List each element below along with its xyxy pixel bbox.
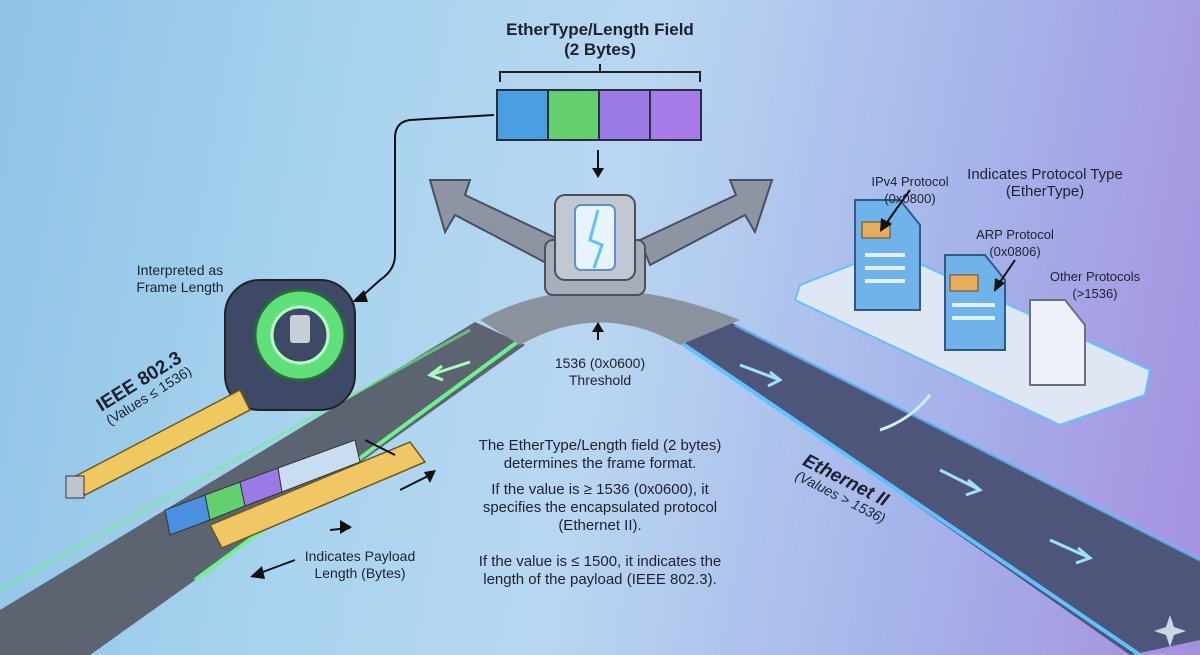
protocol-type-line1: Indicates Protocol Type	[967, 166, 1123, 183]
other-name: Other Protocols	[1049, 269, 1141, 284]
interpreted-label: Interpreted as Frame Length	[100, 262, 260, 296]
payload-line2: Length (Bytes)	[314, 565, 406, 581]
other-protocols-label: Other Protocols (>1536)	[1035, 268, 1155, 302]
interpreted-line1: Interpreted as	[136, 262, 224, 278]
ethernet-road	[680, 322, 1200, 655]
byte-cell	[649, 89, 702, 141]
explanation-text: The EtherType/Length field (2 bytes) det…	[440, 437, 760, 589]
other-document-icon	[1029, 299, 1086, 386]
sparkle-icon	[1154, 615, 1186, 647]
ipv4-document-icon	[854, 199, 921, 311]
arp-label: ARP Protocol (0x0806)	[960, 226, 1070, 260]
arp-document-icon	[944, 254, 1006, 351]
explanation-p1-line1: The EtherType/Length field (2 bytes)	[478, 437, 722, 454]
field-bytes	[496, 89, 702, 141]
ipv4-code: (0x0800)	[884, 191, 936, 206]
arp-name: ARP Protocol	[976, 227, 1054, 242]
bracket	[499, 64, 701, 82]
tape-measure-icon	[65, 279, 356, 499]
payload-blocks	[164, 439, 361, 536]
explanation-p2-line1: If the value is ≥ 1536 (0x0600), it	[491, 481, 709, 498]
threshold-label: 1536 (0x0600) Threshold	[510, 355, 690, 389]
byte-cell	[496, 89, 549, 141]
left-arrow	[428, 179, 562, 267]
field-title-line2: (2 Bytes)	[564, 40, 636, 59]
ipv4-name: IPv4 Protocol	[871, 174, 949, 189]
ethernet-road-glow	[678, 340, 1142, 655]
field-title-line1: EtherType/Length Field	[506, 20, 694, 39]
explanation-p2-line2: specifies the encapsulated protocol	[482, 499, 718, 516]
ruler-icon	[208, 441, 427, 549]
byte-cell	[547, 89, 600, 141]
switch-icon	[544, 194, 646, 296]
byte-cell	[598, 89, 651, 141]
protocol-type-label: Indicates Protocol Type (EtherType)	[945, 166, 1145, 200]
payload-line1: Indicates Payload	[304, 548, 416, 564]
explanation-p1-line2: determines the frame format.	[503, 455, 697, 472]
ipv4-label: IPv4 Protocol (0x0800)	[855, 173, 965, 207]
threshold-word: Threshold	[568, 372, 632, 388]
right-arrow	[638, 179, 774, 267]
protocol-type-line2: (EtherType)	[1005, 183, 1085, 200]
threshold-value: 1536 (0x0600)	[554, 355, 646, 371]
field-title: EtherType/Length Field (2 Bytes)	[470, 20, 730, 60]
other-code: (>1536)	[1072, 286, 1118, 301]
arp-code: (0x0806)	[989, 244, 1041, 259]
explanation-p3-line2: length of the payload (IEEE 802.3).	[483, 571, 717, 588]
payload-label: Indicates Payload Length (Bytes)	[290, 548, 430, 582]
explanation-p2-line3: (Ethernet II).	[558, 517, 642, 534]
explanation-p3-line1: If the value is ≤ 1500, it indicates the	[478, 553, 722, 570]
interpreted-line2: Frame Length	[136, 279, 224, 295]
